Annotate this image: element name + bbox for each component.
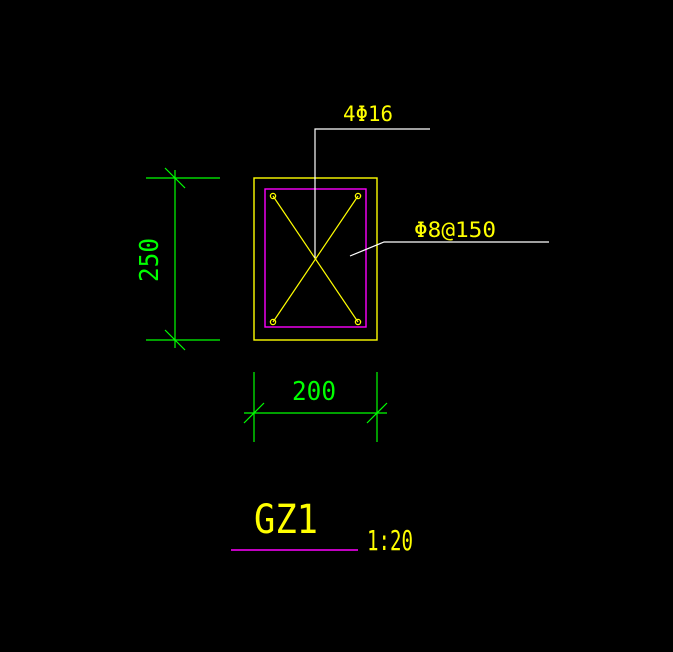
section-title: GZ1 [254, 497, 318, 543]
rebar-label: 4Φ16 [343, 102, 393, 126]
rebar-bottom-left [269, 318, 277, 326]
rebar-top-right [354, 192, 362, 200]
height-dimension [146, 167, 220, 351]
height-dimension-text: 250 [135, 238, 165, 282]
rebar-bottom-right [354, 318, 362, 326]
width-dimension-text: 200 [292, 377, 336, 407]
stirrup-leader-line [349, 241, 549, 257]
rebar-top-left [269, 192, 277, 200]
stirrup-label: Φ8@150 [414, 218, 496, 242]
scale-label: 1:20 [367, 524, 413, 557]
rebar-leader-line [314, 128, 430, 258]
width-dimension [243, 372, 388, 442]
cross-tie-2 [272, 195, 359, 323]
